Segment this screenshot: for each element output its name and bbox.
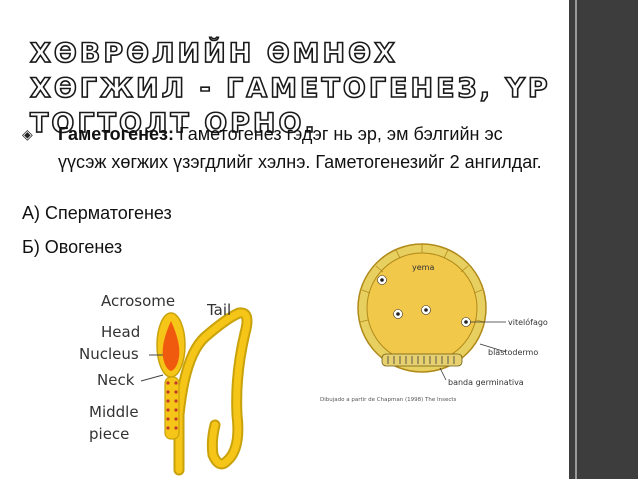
list-item-a: А) Сперматогенез [22,203,172,223]
bullet-definition: Гаметогенез гэдэг нь эр, эм бэлгийн эс ү… [58,124,542,172]
sidebar-stripe [575,0,577,479]
label-banda-germinativa: banda germinativa [448,378,524,387]
slide-title: Хөврөлийн өмнөх хөгжил - Гаметогенез, үр… [29,37,551,140]
label-acrosome: Acrosome [101,292,175,310]
germ-band-stripes [387,356,455,364]
label-neck: Neck [97,371,135,389]
figure-credit: Dibujado a partir de Chapman (1998) The … [320,397,457,403]
bullet-text: Гаметогенез: Гаметогенез гэдэг нь эр, эм… [58,120,542,176]
label-middle: Middle [89,403,139,421]
bullet-marker-icon: ◈ [22,126,33,142]
sperm-diagram: Acrosome Tail Head Nucleus Neck Middle p… [79,292,253,476]
slide-sidebar-bar [569,0,638,479]
sperm-middle-piece [164,376,180,440]
label-head: Head [101,323,140,341]
list-item-b: Б) Овогенез [22,237,123,257]
egg-diagram: yema vitelófago blastodermo banda germin… [320,243,548,403]
label-blastodermo: blastodermo [488,348,538,357]
mitochondria-dots [166,381,178,430]
label-piece: piece [89,425,129,443]
bullet-term: Гаметогенез: [58,124,174,144]
label-vitelofago: vitelófago [508,317,548,327]
label-tail: Tail [206,301,231,319]
label-nucleus: Nucleus [79,345,139,363]
sperm-nucleus-shape [162,321,180,371]
bullet-paragraph: ◈ Гаметогенез: Гаметогенез гэдэг нь эр, … [22,120,542,176]
vitellophage-cells [377,275,471,327]
label-yema: yema [412,263,434,272]
